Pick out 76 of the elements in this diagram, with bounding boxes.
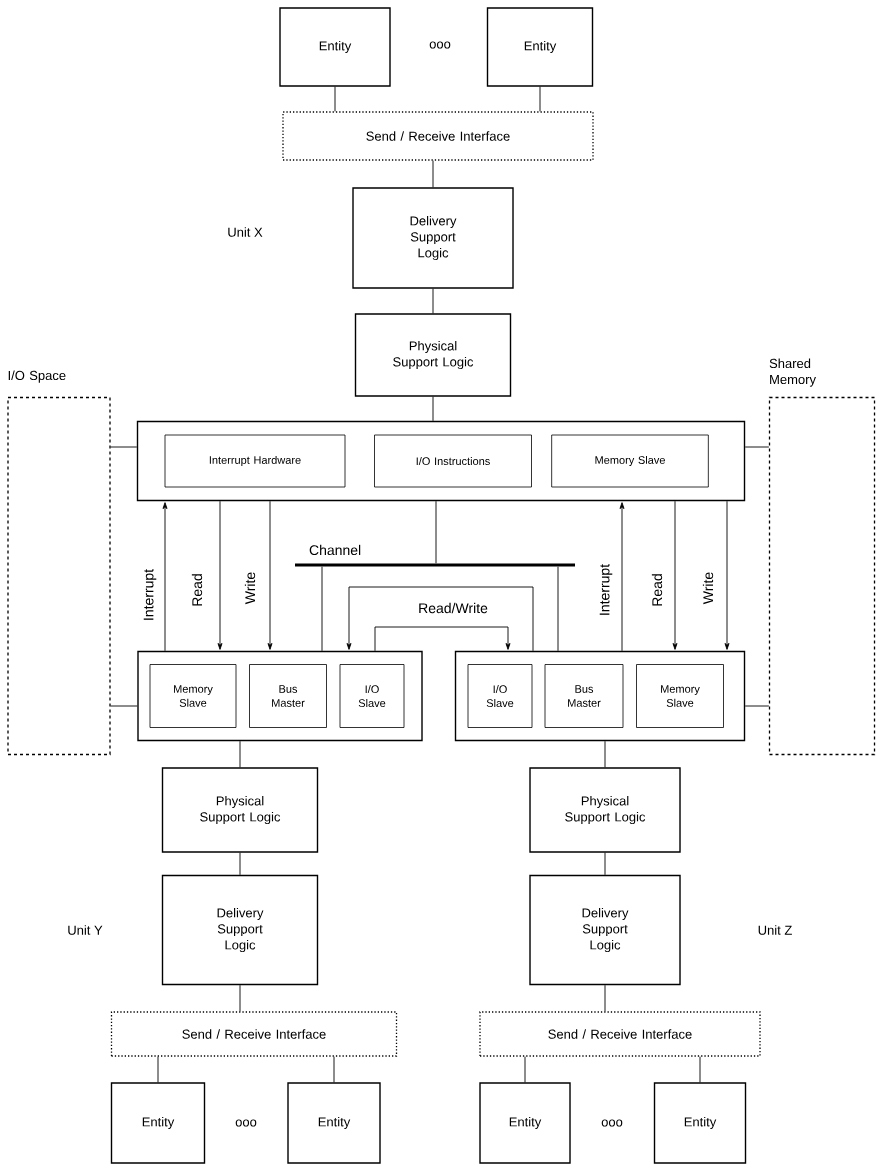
connector xyxy=(334,86,336,112)
edge-label: Write xyxy=(701,570,715,606)
module-box: Interrupt Hardware xyxy=(164,434,346,488)
module-box: I/O Instructions xyxy=(374,434,532,488)
logic-box: Delivery Support Logic xyxy=(352,187,514,289)
connector xyxy=(239,740,241,768)
module-box: Bus Master xyxy=(544,664,624,728)
module-box: Bus Master xyxy=(249,664,327,728)
interface-box: Send / Receive Interface xyxy=(110,1011,398,1057)
entity-box: Entity xyxy=(653,1082,747,1164)
logic-box: Delivery Support Logic xyxy=(529,874,681,986)
connector xyxy=(604,740,606,768)
connector xyxy=(239,852,241,876)
module-box: Memory Slave xyxy=(636,664,724,728)
connector xyxy=(374,626,511,652)
unit-panel xyxy=(454,650,746,742)
connector xyxy=(699,1056,701,1083)
memory-region: I/O Space xyxy=(7,370,111,756)
module-box: I/O Slave xyxy=(339,664,405,728)
entity-box: Entity xyxy=(110,1082,206,1164)
connector xyxy=(619,502,625,652)
connector xyxy=(672,500,678,650)
connector xyxy=(110,446,138,448)
node-label: Channel xyxy=(309,544,361,556)
interface-box: Send / Receive Interface xyxy=(479,1011,761,1057)
connector xyxy=(604,852,606,876)
connector xyxy=(346,586,534,652)
connector xyxy=(432,396,434,422)
entity-box: Entity xyxy=(479,1082,571,1164)
node-label: I/O Space xyxy=(8,370,66,383)
connector xyxy=(162,502,168,652)
module-box: Memory Slave xyxy=(551,434,709,488)
connector xyxy=(110,705,138,707)
connector xyxy=(539,86,541,112)
channel-bus: Channel xyxy=(295,544,575,567)
edge-label: Interrupt xyxy=(598,562,614,618)
unit-label: Unit Z xyxy=(758,925,792,935)
connector xyxy=(333,1056,335,1083)
connector xyxy=(557,566,559,652)
unit-label: Unit X xyxy=(228,227,263,237)
ellipsis-mark: ooo xyxy=(235,1119,257,1127)
edge-label: Read/Write xyxy=(417,601,489,615)
memory-region: Shared Memory xyxy=(768,358,876,756)
logic-box: Physical Support Logic xyxy=(354,313,512,397)
entity-box: Entity xyxy=(486,7,594,87)
connector xyxy=(157,1056,159,1083)
unit-panel xyxy=(136,420,746,502)
edge-label: Interrupt xyxy=(142,567,158,623)
unit-panel xyxy=(137,650,423,742)
interface-box: Send / Receive Interface xyxy=(282,111,594,161)
logic-box: Delivery Support Logic xyxy=(161,874,319,986)
connector xyxy=(744,705,770,707)
connector xyxy=(744,446,770,448)
edge-label: Write xyxy=(243,570,257,606)
node-label: Shared Memory xyxy=(769,358,816,387)
logic-box: Physical Support Logic xyxy=(161,767,319,853)
logic-box: Physical Support Logic xyxy=(529,767,681,853)
connector xyxy=(524,1056,526,1083)
connector xyxy=(432,288,434,314)
connector xyxy=(321,566,323,652)
module-box: Memory Slave xyxy=(149,664,237,728)
connector xyxy=(724,500,730,650)
connector xyxy=(604,984,606,1012)
edge-label: Read xyxy=(190,572,204,608)
edge-label: Read xyxy=(650,572,664,608)
connector xyxy=(267,500,273,650)
entity-box: Entity xyxy=(279,7,391,87)
connector xyxy=(435,500,437,564)
connector xyxy=(217,500,223,650)
unit-label: Unit Y xyxy=(68,925,103,935)
connector xyxy=(239,984,241,1012)
connector xyxy=(432,160,434,188)
ellipsis-mark: ooo xyxy=(601,1119,623,1127)
module-box: I/O Slave xyxy=(467,664,533,728)
entity-box: Entity xyxy=(287,1082,381,1164)
ellipsis-mark: ooo xyxy=(429,41,451,49)
